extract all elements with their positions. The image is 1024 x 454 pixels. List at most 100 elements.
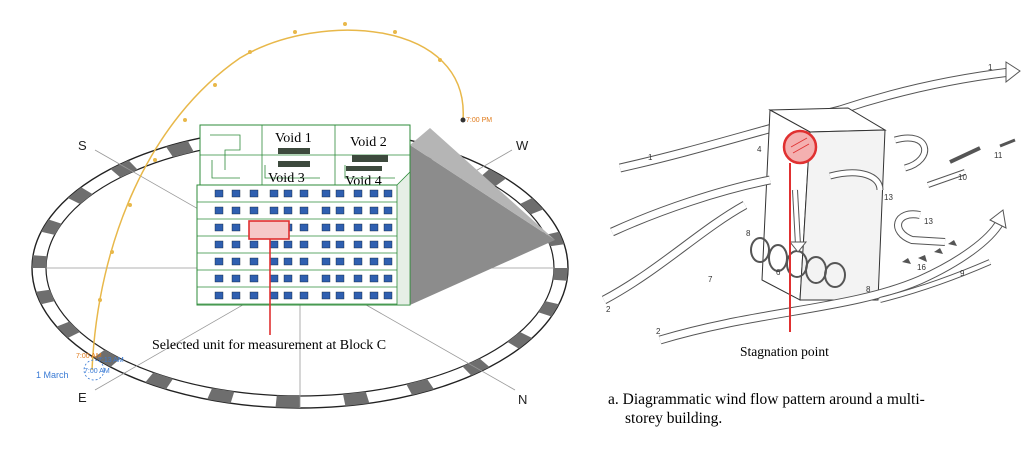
compass-segment bbox=[94, 349, 121, 367]
compass-segment bbox=[479, 169, 506, 187]
window bbox=[383, 206, 393, 215]
horseshoe-vortex bbox=[750, 237, 846, 288]
downwash-flow bbox=[793, 189, 800, 246]
svg-text:13: 13 bbox=[924, 217, 933, 226]
svg-text:7: 7 bbox=[708, 275, 713, 284]
window bbox=[383, 257, 393, 266]
window bbox=[369, 274, 379, 283]
window bbox=[369, 257, 379, 266]
sunset-time-label: 7:00 PM bbox=[466, 117, 492, 124]
figure-caption: a. Diagrammatic wind flow pattern around… bbox=[608, 390, 1008, 428]
window bbox=[299, 257, 309, 266]
window bbox=[283, 240, 293, 249]
window bbox=[321, 240, 331, 249]
svg-text:10: 10 bbox=[958, 173, 967, 182]
window bbox=[299, 223, 309, 232]
compass-segment bbox=[545, 231, 565, 247]
window bbox=[269, 206, 279, 215]
window bbox=[383, 274, 393, 283]
window bbox=[335, 291, 345, 300]
compass-segment bbox=[67, 187, 93, 204]
window bbox=[383, 291, 393, 300]
void-1-label: Void 1 bbox=[275, 131, 312, 146]
void-2-label: Void 2 bbox=[350, 135, 387, 150]
svg-text:8: 8 bbox=[746, 229, 751, 238]
svg-text:1: 1 bbox=[648, 153, 653, 162]
corner-flow bbox=[829, 170, 883, 191]
window bbox=[353, 206, 363, 215]
sunrise-position-circle bbox=[83, 359, 105, 381]
window bbox=[321, 274, 331, 283]
window bbox=[269, 274, 279, 283]
window bbox=[283, 274, 293, 283]
window bbox=[353, 223, 363, 232]
window bbox=[353, 257, 363, 266]
void-4-opening bbox=[346, 166, 382, 171]
window bbox=[353, 274, 363, 283]
compass-segment bbox=[56, 321, 80, 338]
window bbox=[369, 189, 379, 198]
wind-stream-2 bbox=[602, 201, 747, 304]
caption-line-2: storey building. bbox=[625, 410, 723, 427]
stagnation-point-label: Stagnation point bbox=[740, 344, 829, 359]
sun-path-arc bbox=[91, 29, 464, 371]
window bbox=[214, 240, 224, 249]
void-1-opening bbox=[278, 148, 310, 154]
window bbox=[321, 206, 331, 215]
window bbox=[383, 189, 393, 198]
wind-flow-diagram: 1 1 2 2 4 6 7 8 8 9 10 11 13 13 16 Stagn… bbox=[601, 61, 1021, 359]
wind-stream-9 bbox=[879, 260, 991, 302]
window bbox=[214, 189, 224, 198]
window bbox=[249, 291, 259, 300]
svg-text:1: 1 bbox=[988, 63, 993, 72]
svg-text:16: 16 bbox=[917, 263, 926, 272]
sunset-marker bbox=[460, 117, 466, 123]
svg-text:2: 2 bbox=[656, 327, 661, 336]
vortex-shedding-marks bbox=[902, 240, 957, 264]
void-2-opening bbox=[352, 155, 388, 162]
sunrise-marker-label: 7:00 AM bbox=[84, 368, 110, 375]
window bbox=[335, 257, 345, 266]
void-3-opening bbox=[278, 161, 310, 167]
window bbox=[335, 274, 345, 283]
window bbox=[299, 240, 309, 249]
window bbox=[299, 274, 309, 283]
void-3-label: Void 3 bbox=[268, 171, 305, 186]
compass-west-label: W bbox=[516, 138, 529, 153]
window bbox=[249, 206, 259, 215]
sun-path-hour-markers bbox=[98, 22, 442, 302]
window bbox=[214, 206, 224, 215]
compass-segment bbox=[145, 372, 173, 390]
window bbox=[369, 291, 379, 300]
svg-text:13: 13 bbox=[884, 193, 893, 202]
wind-stream-2-bottom bbox=[658, 220, 1004, 344]
sun-path-diagram: S W E N 7:00 PM 7:00 AM 7:13 AM 7:00 AM … bbox=[31, 22, 569, 409]
window bbox=[269, 189, 279, 198]
window bbox=[283, 189, 293, 198]
window bbox=[321, 257, 331, 266]
svg-text:11: 11 bbox=[994, 151, 1003, 160]
window bbox=[231, 291, 241, 300]
window bbox=[231, 257, 241, 266]
window bbox=[353, 240, 363, 249]
window bbox=[214, 274, 224, 283]
stagnation-point-marker bbox=[782, 129, 818, 165]
compass-segment bbox=[110, 160, 138, 178]
window bbox=[321, 223, 331, 232]
selected-unit-label: Selected unit for measurement at Block C bbox=[152, 338, 386, 353]
window bbox=[321, 291, 331, 300]
window bbox=[335, 206, 345, 215]
svg-text:4: 4 bbox=[757, 145, 762, 154]
sunrise-time-label: 7:00 AM bbox=[76, 353, 102, 360]
window bbox=[383, 223, 393, 232]
compass-east-label: E bbox=[78, 390, 87, 405]
window bbox=[231, 189, 241, 198]
svg-text:9: 9 bbox=[960, 269, 965, 278]
date-label: 1 March bbox=[36, 370, 69, 380]
window bbox=[335, 189, 345, 198]
wind-stream-left-mid bbox=[610, 176, 771, 236]
compass-segment bbox=[406, 378, 434, 396]
caption-line-1: a. Diagrammatic wind flow pattern around… bbox=[608, 391, 925, 408]
compass-segment bbox=[520, 198, 544, 215]
wake-curl-upper bbox=[894, 135, 928, 171]
